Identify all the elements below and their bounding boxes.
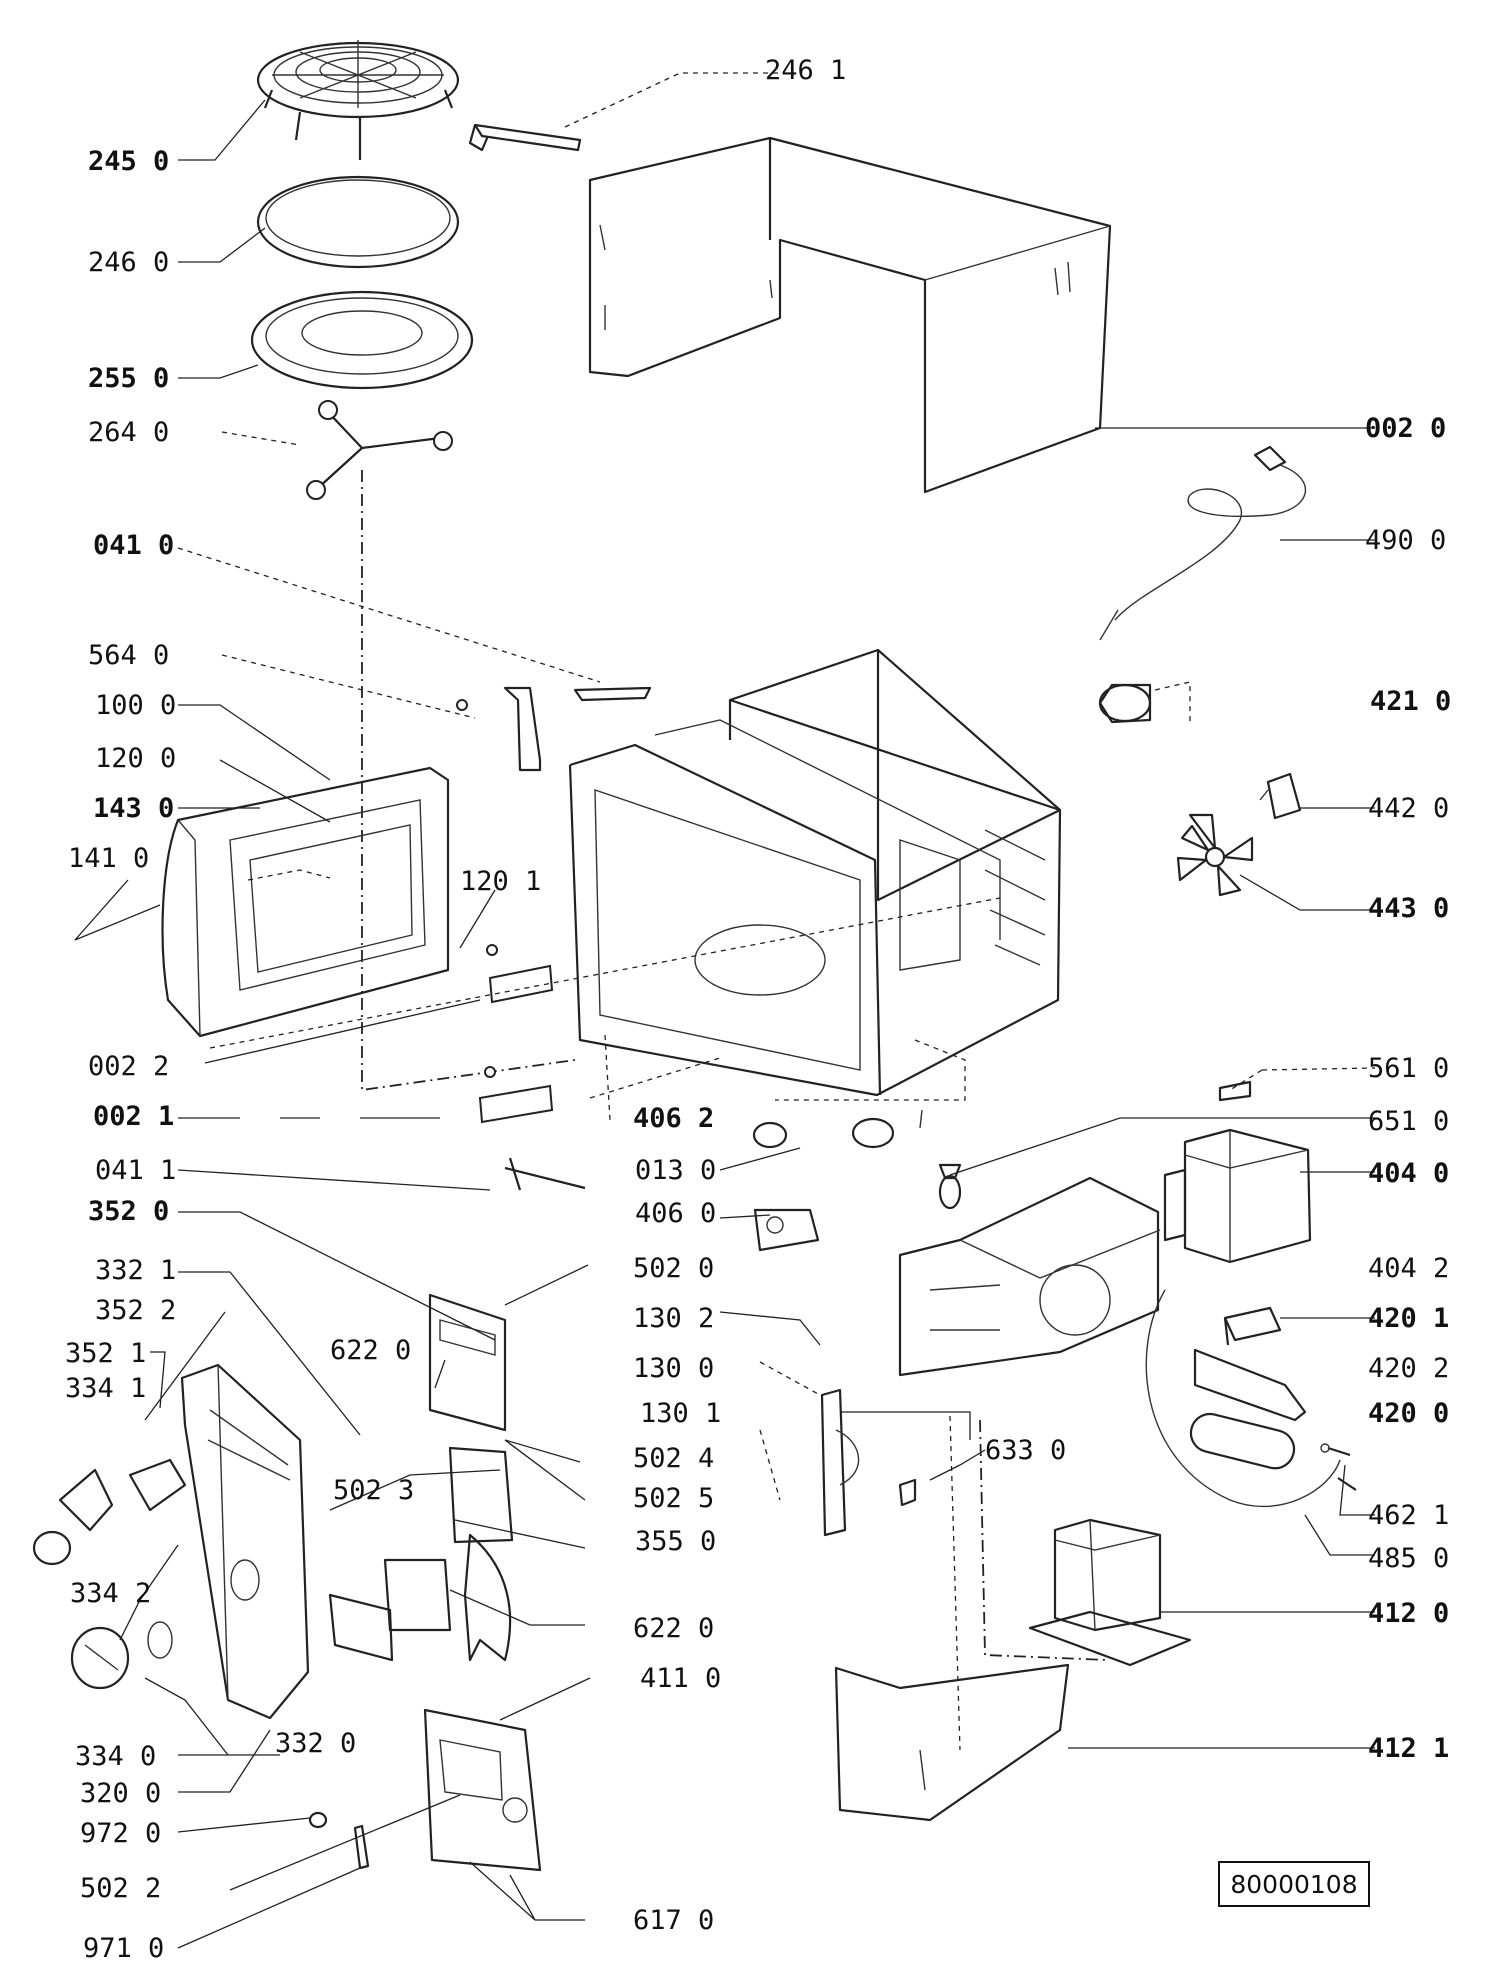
label-332-0: 332 0 — [275, 1728, 357, 1759]
label-411-0: 411 0 — [640, 1663, 722, 1694]
label-255-0: 255 0 — [88, 363, 170, 394]
label-130-2: 130 2 — [633, 1303, 715, 1334]
label-334-2: 334 2 — [70, 1578, 152, 1609]
transformer-412-0 — [1028, 1518, 1192, 1667]
label-406-0: 406 0 — [635, 1198, 717, 1229]
fan-blade-443-0 — [1176, 813, 1254, 897]
label-332-1: 332 1 — [95, 1255, 177, 1286]
knob-334-0 — [70, 1621, 173, 1690]
relay-board-502-5 — [448, 1446, 514, 1544]
label-002-1: 002 1 — [93, 1101, 175, 1132]
switch-board-622-0 — [328, 1533, 512, 1662]
power-board-411-0 — [423, 1708, 542, 1872]
side-cover-412-1 — [834, 1663, 1070, 1822]
support-clip-246-1 — [468, 123, 582, 152]
label-245-0: 245 0 — [88, 146, 170, 177]
label-143-0: 143 0 — [93, 793, 175, 824]
magnetron-404-0 — [1163, 1128, 1312, 1264]
brackets-002 — [478, 944, 586, 1191]
label-462-1: 462 1 — [1368, 1500, 1450, 1531]
door-141-0 — [161, 766, 450, 1038]
hinge-564-0 — [456, 686, 542, 772]
label-420-1: 420 1 — [1368, 1303, 1450, 1334]
label-352-1: 352 1 — [65, 1338, 147, 1369]
label-972-0: 972 0 — [80, 1818, 162, 1849]
diode-462-1 — [1320, 1443, 1357, 1491]
label-404-0: 404 0 — [1368, 1158, 1450, 1189]
label-041-0: 041 0 — [93, 530, 175, 561]
label-130-1: 130 1 — [640, 1398, 722, 1429]
label-002-2: 002 2 — [88, 1051, 170, 1082]
label-141-0: 141 0 — [68, 843, 150, 874]
label-406-2: 406 2 — [633, 1103, 715, 1134]
label-502-4: 502 4 — [633, 1443, 715, 1474]
label-100-0: 100 0 — [95, 690, 177, 721]
label-561-0: 561 0 — [1368, 1053, 1450, 1084]
label-246-1: 246 1 — [765, 55, 847, 86]
label-633-0: 633 0 — [985, 1435, 1067, 1466]
label-485-0: 485 0 — [1368, 1543, 1450, 1574]
bracket-420-1 — [1223, 1306, 1282, 1346]
label-041-1: 041 1 — [95, 1155, 177, 1186]
grill-rack-245-0 — [256, 40, 460, 160]
label-246-0: 246 0 — [88, 247, 170, 278]
label-412-1: 412 1 — [1368, 1733, 1450, 1764]
label-264-0: 264 0 — [88, 417, 170, 448]
capacitor-420-0 — [1189, 1412, 1296, 1470]
label-443-0: 443 0 — [1368, 893, 1450, 924]
label-420-2: 420 2 — [1368, 1353, 1450, 1384]
thermostat-442-0 — [1259, 772, 1302, 820]
label-502-0: 502 0 — [633, 1253, 715, 1284]
display-board-502-0 — [428, 1293, 507, 1432]
power-cord-490-0 — [1099, 445, 1307, 641]
leader-lines — [74, 72, 1376, 1949]
label-352-0: 352 0 — [88, 1196, 170, 1227]
label-404-2: 404 2 — [1368, 1253, 1450, 1284]
roller-ring-246-0 — [256, 175, 460, 269]
label-355-0: 355 0 — [635, 1526, 717, 1557]
label-622-0-lower: 622 0 — [633, 1613, 715, 1644]
label-617-0: 617 0 — [633, 1905, 715, 1936]
label-334-0: 334 0 — [75, 1741, 157, 1772]
lamp-651-0 — [938, 1163, 962, 1210]
base-chassis-651-0 — [898, 1176, 1161, 1377]
label-442-0: 442 0 — [1368, 793, 1450, 824]
label-564-0: 564 0 — [88, 640, 170, 671]
motor-parts-406 — [752, 1109, 923, 1252]
fuse-972-0-971-0 — [308, 1811, 370, 1870]
label-622-0-upper: 622 0 — [330, 1335, 412, 1366]
label-490-0: 490 0 — [1365, 525, 1447, 556]
label-502-2: 502 2 — [80, 1873, 162, 1904]
latch-041-0 — [573, 686, 652, 702]
fan-motor-421-0 — [1098, 681, 1191, 725]
glass-tray-255-0 — [250, 290, 474, 390]
label-420-0: 420 0 — [1368, 1398, 1450, 1429]
interlock-130 — [820, 1388, 917, 1537]
label-120-0: 120 0 — [95, 743, 177, 774]
knob-334-2 — [32, 1458, 187, 1566]
label-502-3: 502 3 — [333, 1475, 415, 1506]
label-120-1: 120 1 — [460, 866, 542, 897]
label-352-2: 352 2 — [95, 1295, 177, 1326]
outer-case-002-0 — [588, 136, 1112, 494]
cavity-100-0 — [568, 648, 1062, 1097]
label-130-0: 130 0 — [633, 1353, 715, 1384]
fuse-561-0 — [1218, 1080, 1252, 1102]
label-002-0: 002 0 — [1365, 413, 1447, 444]
drawing-number-box: 80000108 — [1218, 1861, 1370, 1907]
label-651-0: 651 0 — [1368, 1106, 1450, 1137]
label-502-5: 502 5 — [633, 1483, 715, 1514]
label-421-0: 421 0 — [1370, 686, 1452, 717]
coupler-264-0 — [306, 400, 453, 500]
label-320-0: 320 0 — [80, 1778, 162, 1809]
label-334-1: 334 1 — [65, 1373, 147, 1404]
bracket-420-2 — [1193, 1348, 1307, 1422]
label-971-0: 971 0 — [83, 1933, 165, 1964]
label-013-0: 013 0 — [635, 1155, 717, 1186]
control-panel-332-0 — [180, 1363, 310, 1720]
label-412-0: 412 0 — [1368, 1598, 1450, 1629]
